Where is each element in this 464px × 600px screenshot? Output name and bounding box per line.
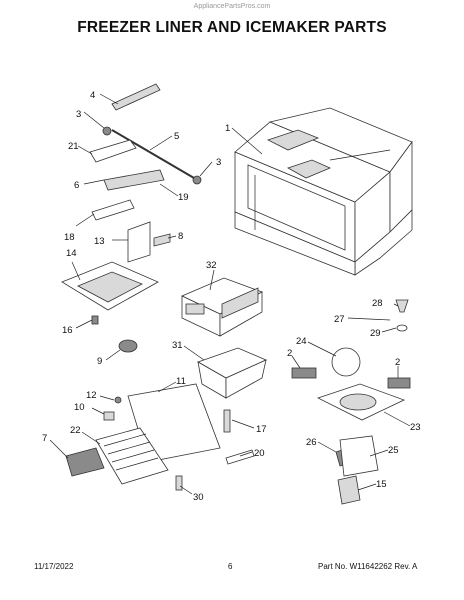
part-28	[395, 299, 409, 313]
part-bracket-13	[127, 221, 151, 263]
callout-1: 1	[225, 123, 230, 134]
page-title: FREEZER LINER AND ICEMAKER PARTS	[77, 19, 387, 36]
part-ice-bin	[197, 347, 267, 399]
part-30	[175, 475, 183, 491]
callout-6: 6	[74, 180, 79, 191]
callout-27: 27	[334, 314, 345, 325]
part-icemaker	[181, 277, 263, 337]
part-grille-22	[95, 427, 169, 485]
part-module-7	[65, 447, 105, 477]
callout-9: 9	[97, 356, 102, 367]
callout-28: 28	[372, 298, 383, 309]
part-17	[223, 409, 231, 433]
callout-22: 22	[70, 425, 81, 436]
footer-date: 11/17/2022	[34, 562, 74, 571]
part-slide	[103, 169, 165, 191]
footer-part-number: Part No. W11642262 Rev. A	[318, 562, 418, 571]
part-shaft	[111, 129, 195, 179]
part-freezer-liner	[234, 107, 413, 276]
callout-2: 2	[287, 348, 292, 359]
callout-20: 20	[254, 448, 265, 459]
part-10	[103, 411, 115, 421]
part-clip-8	[153, 233, 171, 247]
part-end-cap-right	[192, 175, 202, 185]
callout-26: 26	[306, 437, 317, 448]
part-fan-24	[331, 347, 361, 377]
part-bracket-25	[339, 435, 379, 477]
callout-3: 3	[76, 109, 81, 120]
callout-30: 30	[193, 492, 204, 503]
part-tray-14-inner	[77, 271, 143, 303]
callout-16: 16	[62, 325, 73, 336]
part-15	[337, 475, 361, 505]
callout-32: 32	[206, 260, 217, 271]
part-29	[396, 324, 408, 332]
part-screw-16	[91, 315, 99, 325]
callout-3: 3	[216, 157, 221, 168]
callout-18: 18	[64, 232, 75, 243]
callout-11: 11	[176, 376, 186, 387]
part-housing-23-opening	[339, 393, 377, 411]
callout-19: 19	[178, 192, 189, 203]
part-pad-2a	[291, 367, 317, 379]
callout-2: 2	[395, 357, 400, 368]
part-bracket-21	[89, 139, 137, 163]
part-strip-20	[225, 449, 255, 465]
footer-page-number: 6	[228, 562, 233, 571]
part-end-cap-left	[102, 126, 112, 136]
callout-21: 21	[68, 141, 79, 152]
leader-lines	[49, 93, 411, 495]
callout-labels: 1 2 2 3 3 4 5 6 7 8 9 10 11 12 13 14 15 …	[42, 90, 421, 503]
callout-13: 13	[94, 236, 105, 247]
callout-10: 10	[74, 402, 85, 413]
part-rail-18	[91, 199, 135, 221]
watermark: AppliancePartsPros.com	[193, 3, 271, 10]
part-bar-top	[111, 83, 161, 111]
callout-23: 23	[410, 422, 421, 433]
callout-25: 25	[388, 445, 399, 456]
part-screw-12	[114, 396, 122, 404]
callout-31: 31	[172, 340, 183, 351]
callout-17: 17	[256, 424, 267, 435]
callout-14: 14	[66, 248, 77, 259]
callout-8: 8	[178, 231, 183, 242]
part-pad-2b	[387, 377, 411, 389]
callout-7: 7	[42, 433, 47, 444]
callout-24: 24	[296, 336, 307, 347]
callout-5: 5	[174, 131, 179, 142]
callout-4: 4	[90, 90, 95, 101]
callout-12: 12	[86, 390, 97, 401]
callout-29: 29	[370, 328, 381, 339]
callout-15: 15	[376, 479, 387, 490]
part-motor-9	[118, 339, 138, 353]
